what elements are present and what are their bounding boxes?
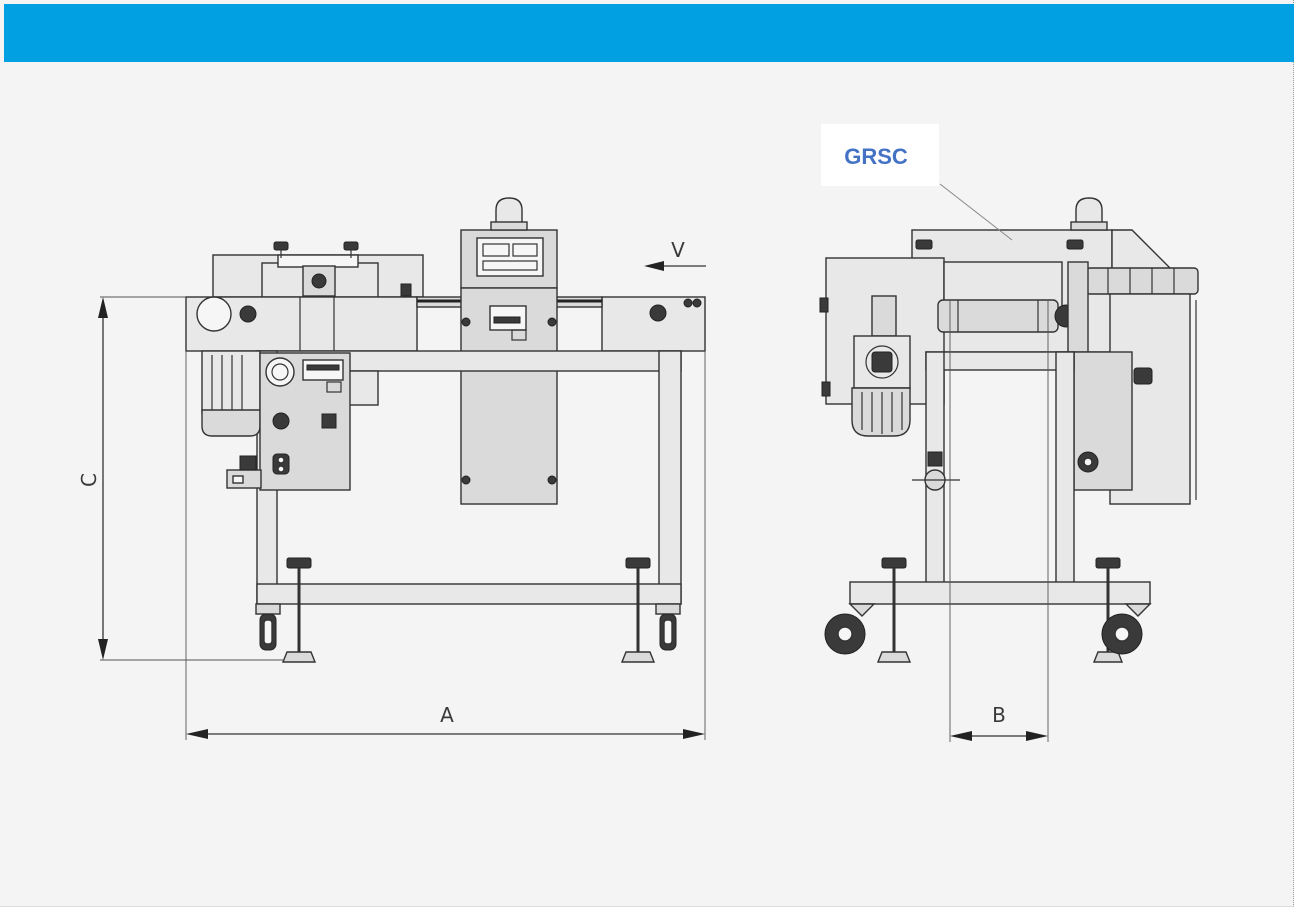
dimension-b	[949, 300, 1049, 742]
dimension-c	[98, 296, 283, 661]
direction-label: V	[671, 238, 685, 262]
dimension-a	[185, 351, 706, 740]
height-dimension-label: C	[77, 473, 101, 487]
callout-box	[821, 124, 939, 186]
side-view-machine	[819, 197, 1199, 663]
callout-label: GRSC	[844, 144, 908, 169]
width-dimension-label: A	[440, 703, 454, 727]
flow-direction-arrow	[644, 261, 706, 271]
grsc-callout	[821, 124, 1013, 241]
front-view-machine	[185, 197, 706, 663]
header-bar	[4, 4, 1294, 62]
depth-dimension-label: B	[992, 703, 1006, 727]
